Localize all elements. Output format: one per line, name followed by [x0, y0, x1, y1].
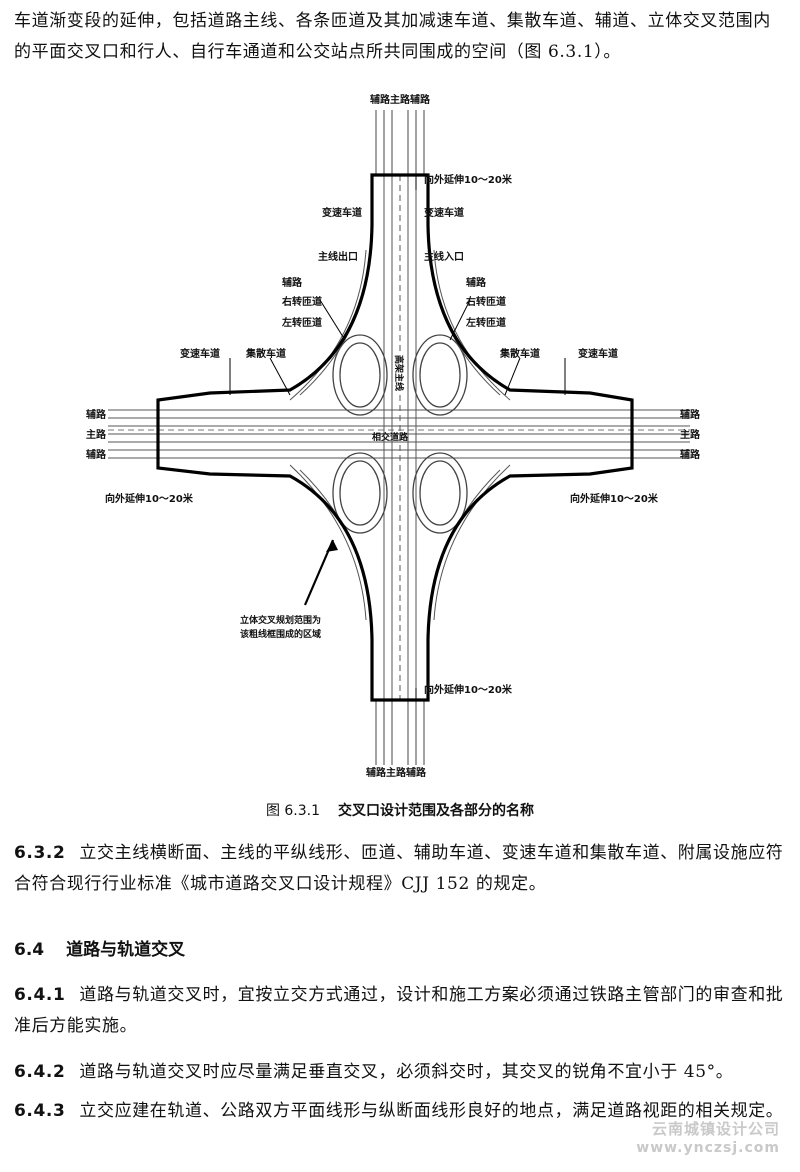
label-extend-top: 向外延伸10～20米 — [424, 173, 513, 186]
label-right-ramp-r: 右转匝道 — [465, 295, 506, 308]
label-right-side2: 辅路 — [680, 448, 701, 461]
label-vertical: 高架主线 — [393, 355, 405, 391]
section-6-4-3: 6.4.3 立交应建在轨道、公路双方平面线形与纵断面线形良好的地点，满足道路视距的… — [14, 1096, 786, 1127]
label-left-main: 主路 — [86, 428, 107, 441]
label-left-side1: 辅路 — [86, 408, 107, 421]
label-extend-bottom: 向外延伸10～20米 — [424, 683, 513, 696]
svg-text:高架主线: 高架主线 — [393, 355, 405, 391]
label-collector-left: 集散车道 — [245, 347, 286, 360]
label-speed-lane-tr: 变速车道 — [424, 206, 464, 219]
label-right-main: 主路 — [680, 428, 701, 441]
section-number: 6.3.2 — [14, 843, 66, 863]
label-speed-lane-tl: 变速车道 — [322, 206, 362, 219]
label-extend-right: 向外延伸10～20米 — [570, 492, 659, 505]
label-right-ramp-l: 右转匝道 — [281, 295, 322, 308]
section-number: 6.4.3 — [14, 1101, 66, 1121]
interchange-figure: 辅路主路辅路 向外延伸10～20米 变速车道 变速车道 主线出口 主线入口 辅路… — [0, 85, 800, 797]
label-speed-lane-left: 变速车道 — [180, 347, 220, 360]
top-paragraph: 车道渐变段的延伸，包括道路主线、各条匝道及其加减速车道、集散车道、辅道、立体交叉… — [14, 11, 771, 62]
section-heading-6-4: 6.4 道路与轨道交叉 — [14, 935, 185, 960]
label-left-ramp-l: 左转匝道 — [281, 316, 322, 329]
section-number: 6.4.2 — [14, 1062, 66, 1082]
section-text: 道路与轨道交叉时应尽量满足垂直交叉，必须斜交时，其交叉的锐角不宜小于 45°。 — [79, 1062, 734, 1082]
label-side-road-l: 辅路 — [282, 276, 303, 289]
label-collector-right: 集散车道 — [499, 347, 540, 360]
caption-number: 图 6.3.1 — [265, 803, 321, 819]
section-number: 6.4.1 — [14, 985, 66, 1005]
heading-number: 6.4 — [14, 940, 45, 960]
label-main-entry: 主线入口 — [424, 250, 464, 263]
heading-text: 道路与轨道交叉 — [66, 940, 186, 960]
label-boundary-note-1: 立体交叉规划范围为 — [240, 614, 321, 626]
watermark-url: www.ynczsj.com — [636, 1140, 780, 1156]
interchange-diagram: 辅路主路辅路 向外延伸10～20米 变速车道 变速车道 主线出口 主线入口 辅路… — [86, 93, 701, 779]
watermark-name: 云南城镇设计公司 — [651, 1120, 780, 1138]
label-main-exit: 主线出口 — [318, 250, 358, 263]
label-boundary-note-2: 该粗线框围成的区域 — [240, 628, 321, 640]
label-center: 相交道路 — [372, 431, 409, 443]
label-speed-lane-right: 变速车道 — [578, 347, 618, 360]
label-left-side2: 辅路 — [86, 448, 107, 461]
label-left-ramp-r: 左转匝道 — [465, 316, 506, 329]
label-extend-left: 向外延伸10～20米 — [105, 492, 194, 505]
section-text: 立交主线横断面、主线的平纵线形、匝道、辅助车道、变速车道和集散车道、附属设施应符… — [14, 843, 784, 894]
section-text: 立交应建在轨道、公路双方平面线形与纵断面线形良好的地点，满足道路视距的相关规定。 — [79, 1101, 784, 1121]
figure-caption: 图 6.3.1 交叉口设计范围及各部分的名称 — [0, 800, 800, 820]
section-text: 道路与轨道交叉时，宜按立交方式通过，设计和施工方案必须通过铁路主管部门的审查和批… — [14, 985, 784, 1036]
label-side-road-r: 辅路 — [466, 276, 487, 289]
section-6-4-2: 6.4.2 道路与轨道交叉时应尽量满足垂直交叉，必须斜交时，其交叉的锐角不宜小于 … — [14, 1057, 786, 1088]
label-bottom-road: 辅路主路辅路 — [366, 766, 427, 779]
caption-title: 交叉口设计范围及各部分的名称 — [338, 803, 535, 819]
label-top-road: 辅路主路辅路 — [370, 93, 431, 106]
label-right-side1: 辅路 — [680, 408, 701, 421]
